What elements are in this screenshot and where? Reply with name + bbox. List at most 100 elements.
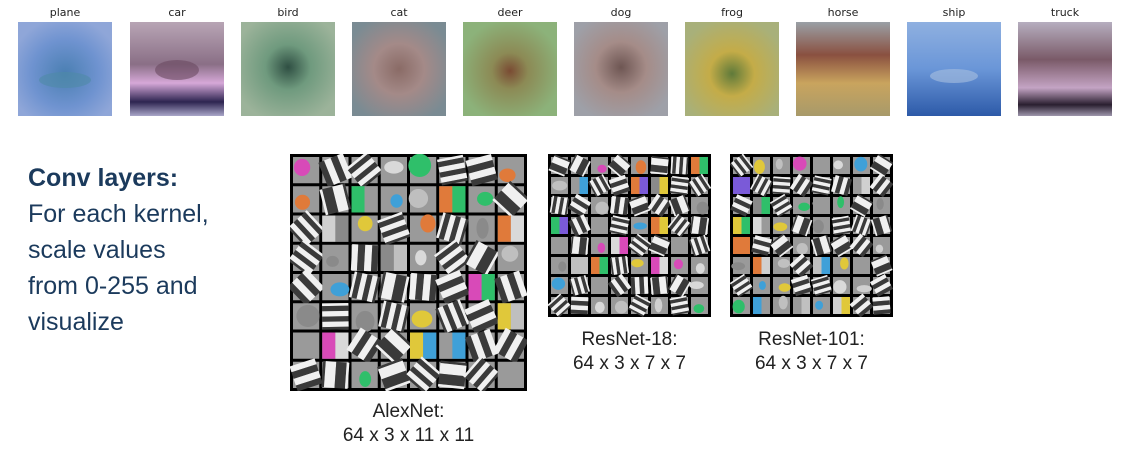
filter-kernel (468, 274, 495, 301)
filter-kernel (410, 214, 437, 242)
filter-kernel (773, 217, 790, 234)
resnet101-filters (730, 154, 893, 317)
caption-line: scale values (28, 236, 166, 264)
filter-kernel (853, 177, 870, 194)
template-label: plane (49, 6, 81, 19)
filter-kernel (671, 257, 688, 274)
template-label: cat (390, 6, 408, 19)
resnet18-label: ResNet-18: (581, 329, 678, 350)
template-frog: frog (685, 6, 779, 116)
filter-kernel (753, 277, 770, 294)
filter-kernel (551, 177, 568, 194)
filter-kernel (497, 361, 524, 388)
filter-kernel (753, 197, 770, 214)
template-image-car (130, 22, 224, 116)
template-deer: deer (463, 6, 557, 116)
filter-kernel (591, 197, 609, 215)
caption-title: Conv layers: (28, 164, 179, 192)
template-image-truck (1018, 22, 1112, 116)
filter-kernel (408, 154, 437, 184)
filter-kernel (497, 157, 524, 184)
template-image-bird (241, 22, 335, 116)
filter-kernel (410, 332, 437, 359)
template-label: horse (827, 6, 859, 19)
template-car: car (130, 6, 224, 116)
filter-kernel (631, 217, 648, 234)
filter-kernel (792, 156, 810, 174)
filter-kernel (322, 215, 349, 242)
filter-kernel (380, 186, 407, 213)
template-image-dog (574, 22, 668, 116)
template-horse: horse (796, 6, 890, 116)
filter-kernel (873, 237, 890, 254)
alexnet-filter-grid (290, 154, 527, 391)
caption-line: visualize (28, 308, 124, 336)
caption-block: Conv layers: For each kernel, scale valu… (28, 160, 278, 340)
filter-kernel (410, 303, 437, 330)
filter-kernel (351, 186, 378, 213)
filter-kernel (408, 186, 437, 213)
alexnet-filters (290, 154, 527, 391)
filter-kernel (753, 257, 770, 274)
filter-kernel (813, 297, 830, 314)
alexnet-caption: AlexNet: 64 x 3 x 11 x 11 (290, 400, 527, 448)
template-image-cat (352, 22, 446, 116)
caption-line: For each kernel, (28, 200, 209, 228)
filter-kernel (671, 237, 688, 254)
template-label: bird (277, 6, 299, 19)
filter-kernel (591, 157, 608, 174)
filter-kernel (591, 277, 608, 294)
template-label: deer (497, 6, 523, 19)
filter-kernel (551, 257, 568, 274)
filter-kernel (833, 257, 850, 274)
filter-kernel (631, 177, 648, 194)
filter-kernel (591, 217, 608, 234)
template-label: frog (721, 6, 743, 19)
filter-kernel (410, 244, 437, 271)
resnet101-label: ResNet-101: (758, 329, 865, 350)
filter-kernel (293, 332, 320, 359)
filter-kernel (351, 361, 378, 388)
filter-kernel (378, 300, 410, 333)
filter-kernel (773, 295, 790, 314)
template-image-plane (18, 22, 112, 116)
template-plane: plane (18, 6, 112, 116)
filter-kernel (812, 217, 830, 234)
filter-kernel (380, 244, 407, 271)
filter-kernel (571, 257, 588, 274)
filter-kernel (853, 257, 870, 274)
filter-kernel (773, 157, 790, 174)
filter-kernel (439, 332, 466, 359)
filter-kernel (591, 237, 608, 254)
resnet18-shape: 64 x 3 x 7 x 7 (572, 353, 686, 374)
filter-kernel (773, 257, 790, 274)
filter-kernel (691, 197, 709, 215)
filter-kernel (322, 332, 349, 359)
filter-kernel (591, 257, 608, 274)
filter-kernel (551, 277, 568, 294)
template-truck: truck (1018, 6, 1112, 116)
template-label: car (168, 6, 186, 19)
filter-kernel (689, 277, 708, 294)
template-label: truck (1050, 6, 1080, 19)
resnet18-filters (548, 154, 711, 317)
filter-kernel (609, 215, 630, 236)
resnet18-caption: ResNet-18: 64 x 3 x 7 x 7 (548, 328, 711, 376)
filter-kernel (793, 197, 810, 214)
filter-kernel (651, 217, 668, 234)
filter-kernel (773, 277, 791, 294)
filter-kernel (551, 237, 568, 254)
class-templates: plane car bird cat deer (0, 0, 1128, 120)
filter-kernel (691, 257, 708, 274)
filter-kernel (293, 186, 320, 213)
filter-kernel (753, 157, 770, 174)
filter-kernel (873, 197, 890, 214)
filter-kernel (551, 217, 568, 234)
filter-kernel (651, 297, 668, 314)
filter-kernel (753, 217, 770, 234)
resnet18-filter-grid (548, 154, 711, 317)
filter-kernel (793, 237, 810, 255)
filter-kernel (732, 297, 750, 314)
filter-kernel (611, 297, 628, 314)
filter-kernel (813, 257, 830, 274)
